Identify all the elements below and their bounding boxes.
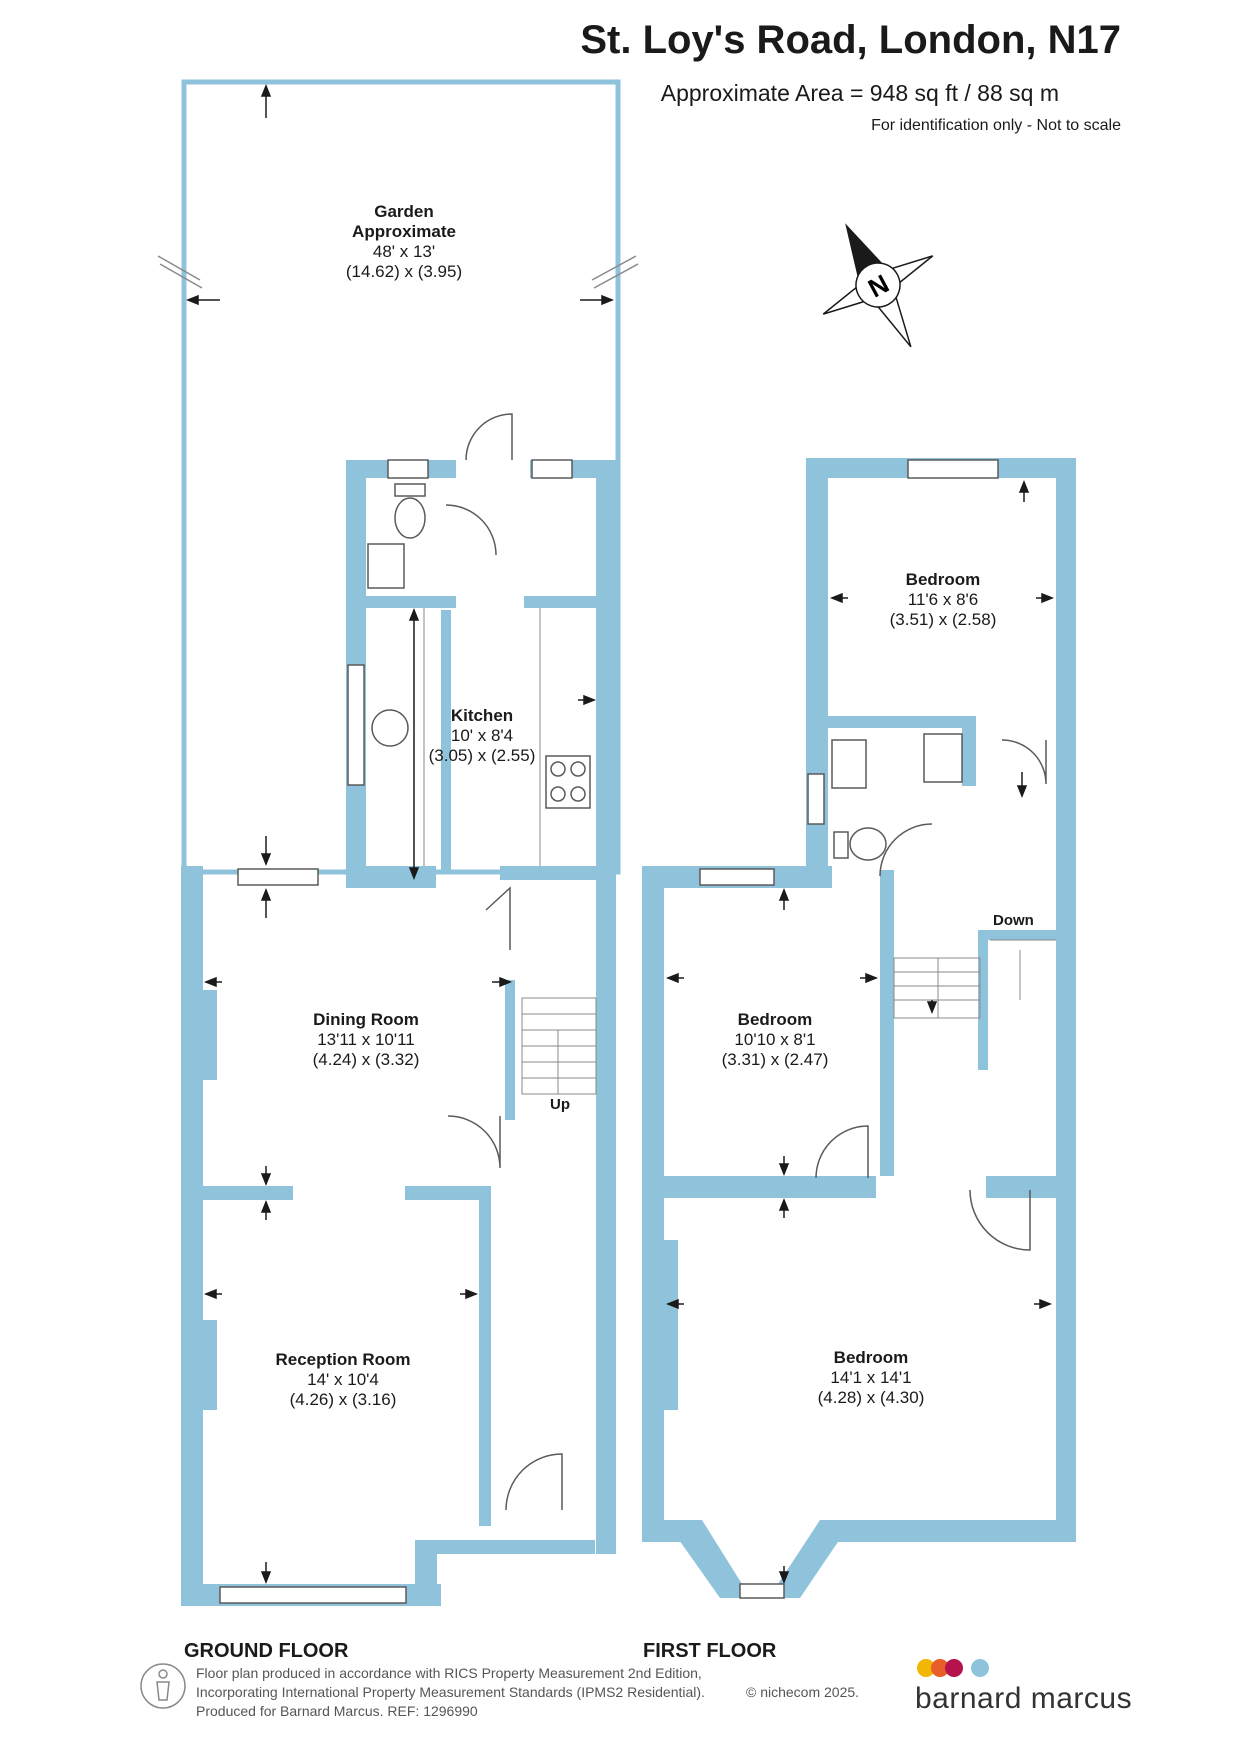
footer-disclaimer: Floor plan produced in accordance with R…	[196, 1665, 705, 1719]
brand-logo: barnard marcus	[915, 1682, 1133, 1715]
windows	[219, 459, 999, 1604]
copyright-notice: © nichecom 2025.	[746, 1684, 860, 1700]
room-bedroom-middle: Bedroom 10'10 x 8'1 (3.31) x (2.47)	[721, 1010, 829, 1069]
stairs-up-label: Up	[550, 1096, 570, 1113]
worktops	[423, 608, 541, 866]
room-garden: Garden Approximate 48' x 13' (14.62) x (…	[345, 202, 463, 281]
first-stairs	[893, 939, 1056, 1019]
scale-note: For identification only - Not to scale	[871, 117, 1121, 134]
room-dining: Dining Room 13'11 x 10'11 (4.24) x (3.32…	[312, 1010, 420, 1069]
ground-floor-label: GROUND FLOOR	[184, 1640, 349, 1662]
property-title: St. Loy's Road, London, N17	[580, 18, 1121, 62]
ground-stairs	[521, 997, 597, 1095]
person-icon	[140, 1663, 186, 1709]
dimension-arrows	[185, 83, 1055, 1585]
compass-icon	[822, 223, 934, 348]
stairs-down-label: Down	[993, 912, 1034, 929]
fixtures	[367, 483, 963, 861]
first-floor-label: FIRST FLOOR	[643, 1640, 777, 1662]
boundary-marks	[157, 255, 639, 289]
approximate-area: Approximate Area = 948 sq ft / 88 sq m	[660, 80, 1059, 106]
room-kitchen: Kitchen 10' x 8'4 (3.05) x (2.55)	[428, 706, 536, 765]
room-reception: Reception Room 14' x 10'4 (4.26) x (3.16…	[275, 1350, 411, 1409]
room-bedroom-rear: Bedroom 11'6 x 8'6 (3.51) x (2.58)	[889, 570, 997, 629]
brand-logo-dots	[917, 1659, 989, 1677]
room-bedroom-front: Bedroom 14'1 x 14'1 (4.28) x (4.30)	[817, 1348, 925, 1407]
doors	[445, 413, 1047, 1511]
